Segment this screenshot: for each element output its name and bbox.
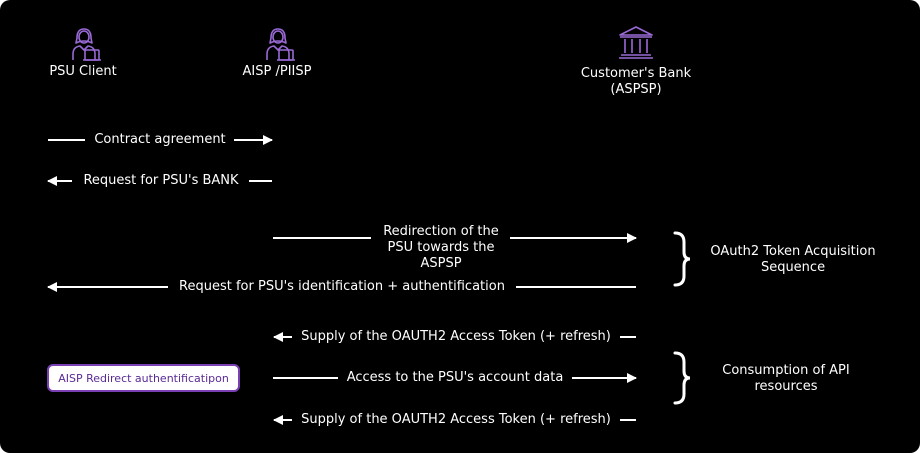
consumption-group-label: Consumption of API resources [722, 363, 850, 394]
actor-label: PSU Client [49, 64, 117, 79]
oauth-brace [673, 231, 691, 287]
redirection-label: Redirection of the PSU towards the ASPSP [383, 224, 499, 271]
contract-label: Contract agreement [94, 132, 226, 147]
actor-label: Customer's Bank (ASPSP) [580, 66, 692, 97]
actor-bank: Customer's Bank (ASPSP) [566, 24, 706, 98]
access-data-label: Access to the PSU's account data [346, 370, 564, 385]
consumption-brace [673, 351, 691, 405]
actor-label: AISP /PIISP [242, 64, 312, 79]
actor-psu-client: PSU Client [40, 24, 126, 80]
request-bank-label: Request for PSU's BANK [83, 173, 239, 188]
aisp-redirect-button[interactable]: AISP Redirect authentificatipon [47, 364, 240, 392]
supply-token-1-label: Supply of the OAUTH2 Access Token (+ ref… [301, 329, 611, 344]
person-laptop-icon [72, 28, 101, 61]
person-laptop-icon [266, 28, 295, 61]
supply-token-2-label: Supply of the OAUTH2 Access Token (+ ref… [301, 412, 611, 427]
oauth-group-label: OAuth2 Token Acquisition Sequence [710, 244, 876, 275]
bank-building-icon [619, 26, 653, 59]
identification-label: Request for PSU's identification + authe… [179, 279, 505, 294]
actor-aisp: AISP /PIISP [234, 24, 320, 80]
